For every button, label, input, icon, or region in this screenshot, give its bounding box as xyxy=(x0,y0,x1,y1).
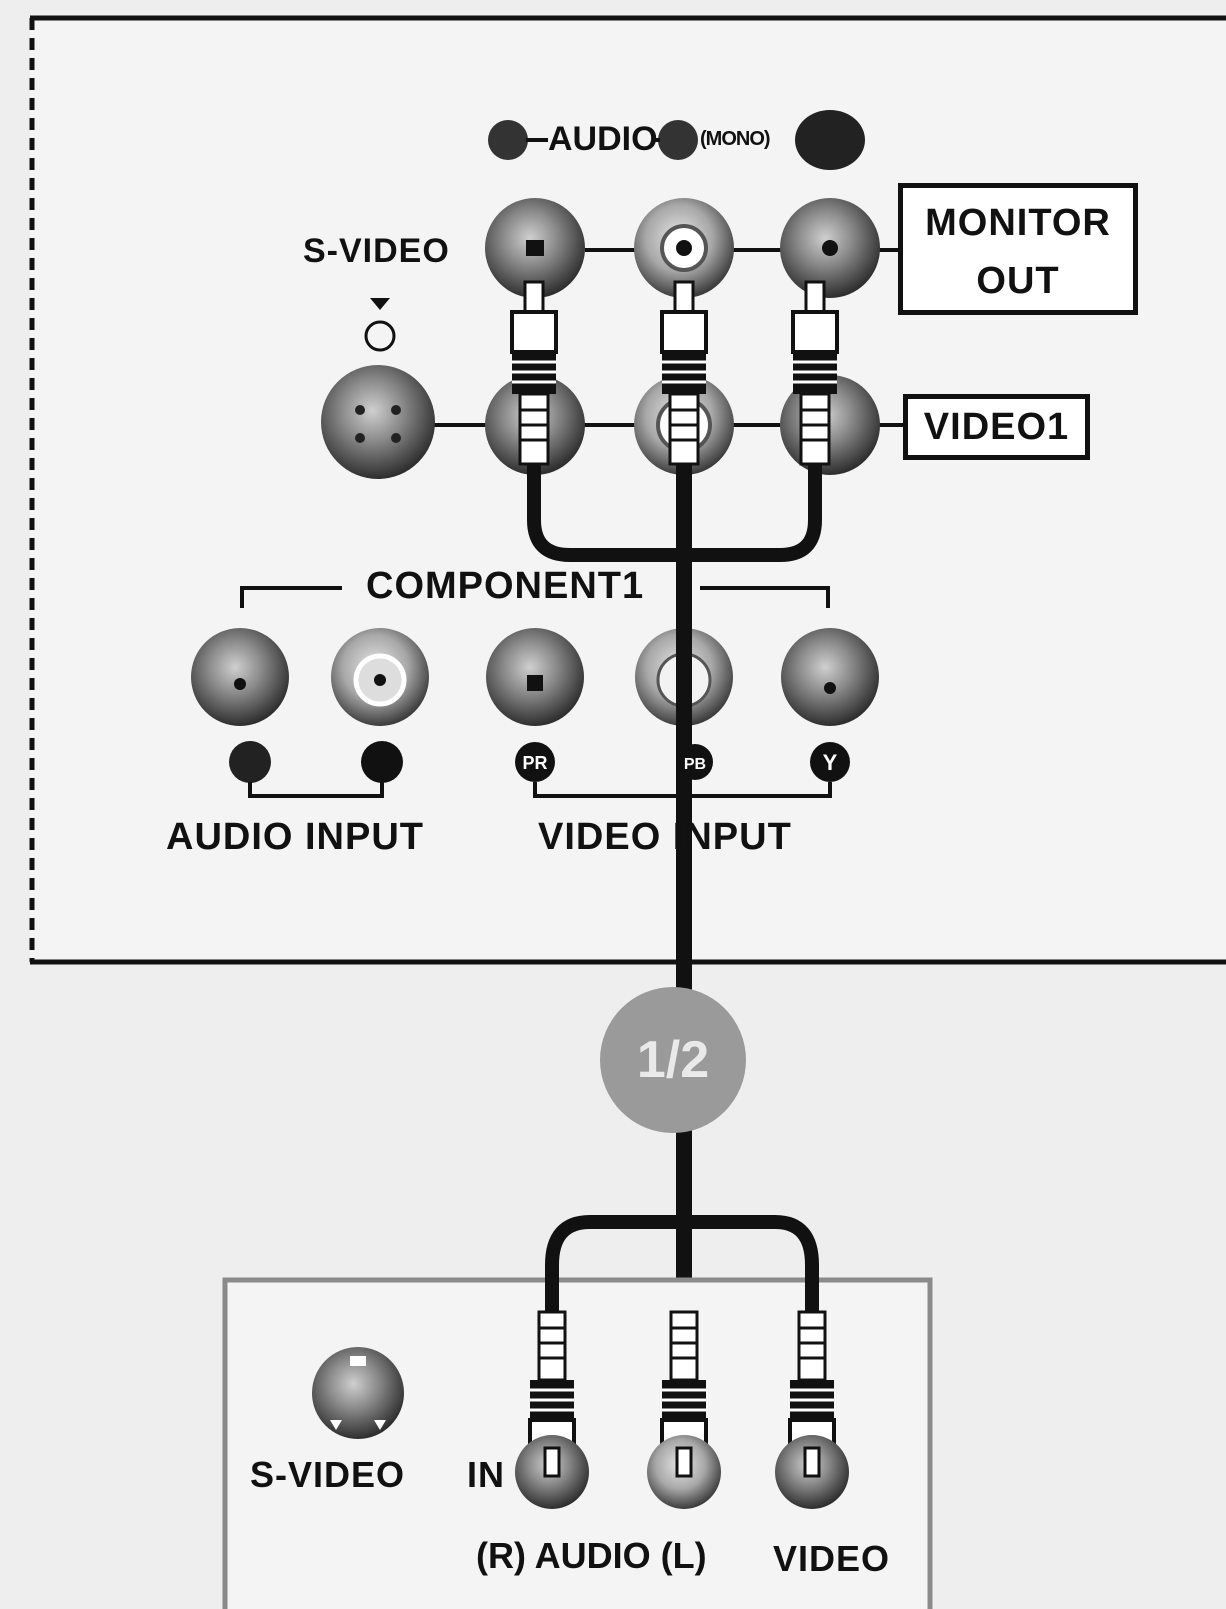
source-video-label: VIDEO xyxy=(773,1538,891,1579)
svideo-pin-2 xyxy=(391,405,401,415)
source-svideo-foot-r xyxy=(374,1420,386,1430)
source-video-plug-tip xyxy=(803,1446,821,1478)
audio-mono-label: AUDIO xyxy=(548,120,658,158)
audio-l-small-jack xyxy=(488,120,528,160)
source-svideo-socket xyxy=(312,1347,404,1439)
audio-input-bracket xyxy=(248,782,384,798)
source-audio-r-plug-tip xyxy=(543,1446,561,1478)
video1-label: VIDEO1 xyxy=(903,394,1090,460)
pr-marker-dot xyxy=(515,742,555,782)
y-marker-label: Y xyxy=(823,750,838,775)
component-audio-l-jack xyxy=(191,628,289,726)
vcr-small-jack xyxy=(795,110,865,170)
monitor-out-video-jack-center xyxy=(526,240,544,256)
component-audio-l-center xyxy=(234,678,246,690)
svideo-input-socket xyxy=(321,365,435,479)
component-y-center xyxy=(824,682,836,694)
source-svideo-foot-l xyxy=(330,1420,342,1430)
component-label: COMPONENT1 xyxy=(366,565,645,607)
video-input-label: VIDEO INPUT xyxy=(538,816,792,858)
audio-l-marker-dot xyxy=(229,741,271,783)
source-audio-l-plug-tip xyxy=(675,1446,693,1478)
svideo-pin-1 xyxy=(355,405,365,415)
monitor-out-audio-l-center xyxy=(676,240,692,256)
video1-audio-l-plug xyxy=(660,280,708,466)
cable-count-badge: 1/2 xyxy=(600,987,746,1133)
lower-cable-bundle xyxy=(545,1215,819,1330)
source-in-label: IN xyxy=(467,1454,505,1495)
audio-r-marker-dot xyxy=(361,741,403,783)
source-svideo-key xyxy=(350,1356,366,1366)
tv-back-panel xyxy=(30,18,1226,963)
svideo-pin-3 xyxy=(355,433,365,443)
video1-audio-r-plug xyxy=(791,280,839,466)
pb-marker-label: PB xyxy=(684,756,706,773)
video1-video-plug xyxy=(510,280,558,466)
component-audio-r-center xyxy=(374,674,386,686)
upper-cable-bundle xyxy=(527,464,822,562)
source-svideo-label: S-VIDEO xyxy=(250,1454,406,1495)
audio-input-label: AUDIO INPUT xyxy=(166,816,424,858)
mono-label: (MONO) xyxy=(700,128,771,150)
component-bracket xyxy=(240,586,830,608)
pb-marker-dot xyxy=(677,744,713,780)
component-y-jack xyxy=(781,628,879,726)
svideo-arrow-icon xyxy=(370,298,390,310)
tv-svideo-label: S-VIDEO xyxy=(303,232,450,270)
component-pr-center xyxy=(527,675,543,691)
svideo-pin-4 xyxy=(391,433,401,443)
audio-r-small-jack xyxy=(658,120,698,160)
pr-marker-label: PR xyxy=(522,753,547,773)
svideo-symbol-icon xyxy=(364,320,396,352)
monitor-out-audio-r-center xyxy=(822,240,838,256)
video-input-bracket xyxy=(533,782,832,798)
source-audio-l-plug xyxy=(660,1310,708,1458)
y-marker-dot xyxy=(810,742,850,782)
source-audio-label: (R) AUDIO (L) xyxy=(476,1535,707,1576)
